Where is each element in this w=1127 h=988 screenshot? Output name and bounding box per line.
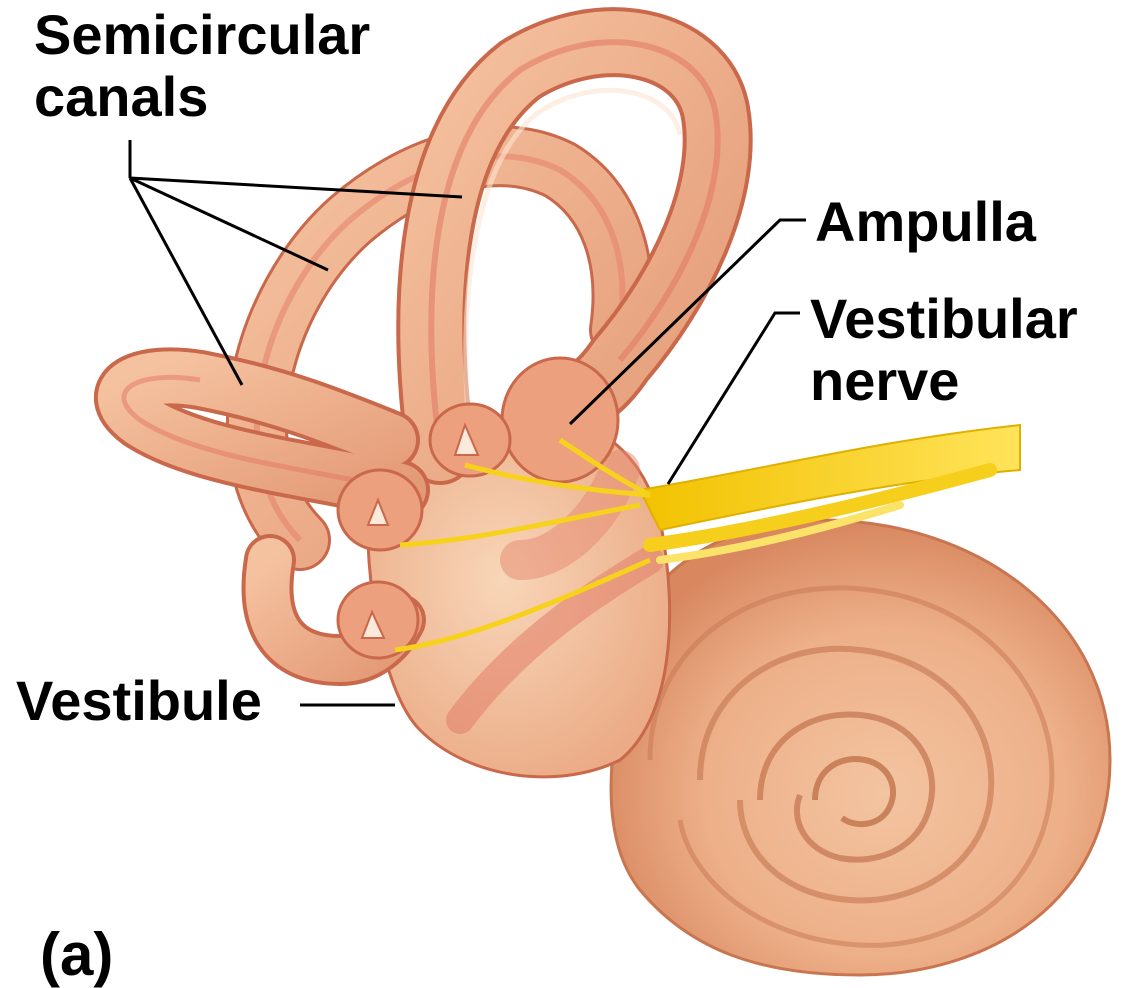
label-semicircular-canals: Semicircular canals xyxy=(34,4,370,128)
label-vestibular-nerve-line1: Vestibular xyxy=(810,288,1078,350)
label-vestibule: Vestibule xyxy=(16,670,262,732)
panel-letter: (a) xyxy=(40,924,113,986)
label-vestibular-nerve-line2: nerve xyxy=(810,350,1078,412)
leader-vestibular-nerve xyxy=(668,313,800,484)
leader-semicircular-to-posterior xyxy=(130,178,328,270)
label-vestibular-nerve: Vestibular nerve xyxy=(810,288,1078,412)
cochlea xyxy=(611,520,1110,975)
label-ampulla: Ampulla xyxy=(815,191,1036,253)
label-semicircular-canals-line1: Semicircular xyxy=(34,4,370,66)
label-semicircular-canals-line2: canals xyxy=(34,66,370,128)
